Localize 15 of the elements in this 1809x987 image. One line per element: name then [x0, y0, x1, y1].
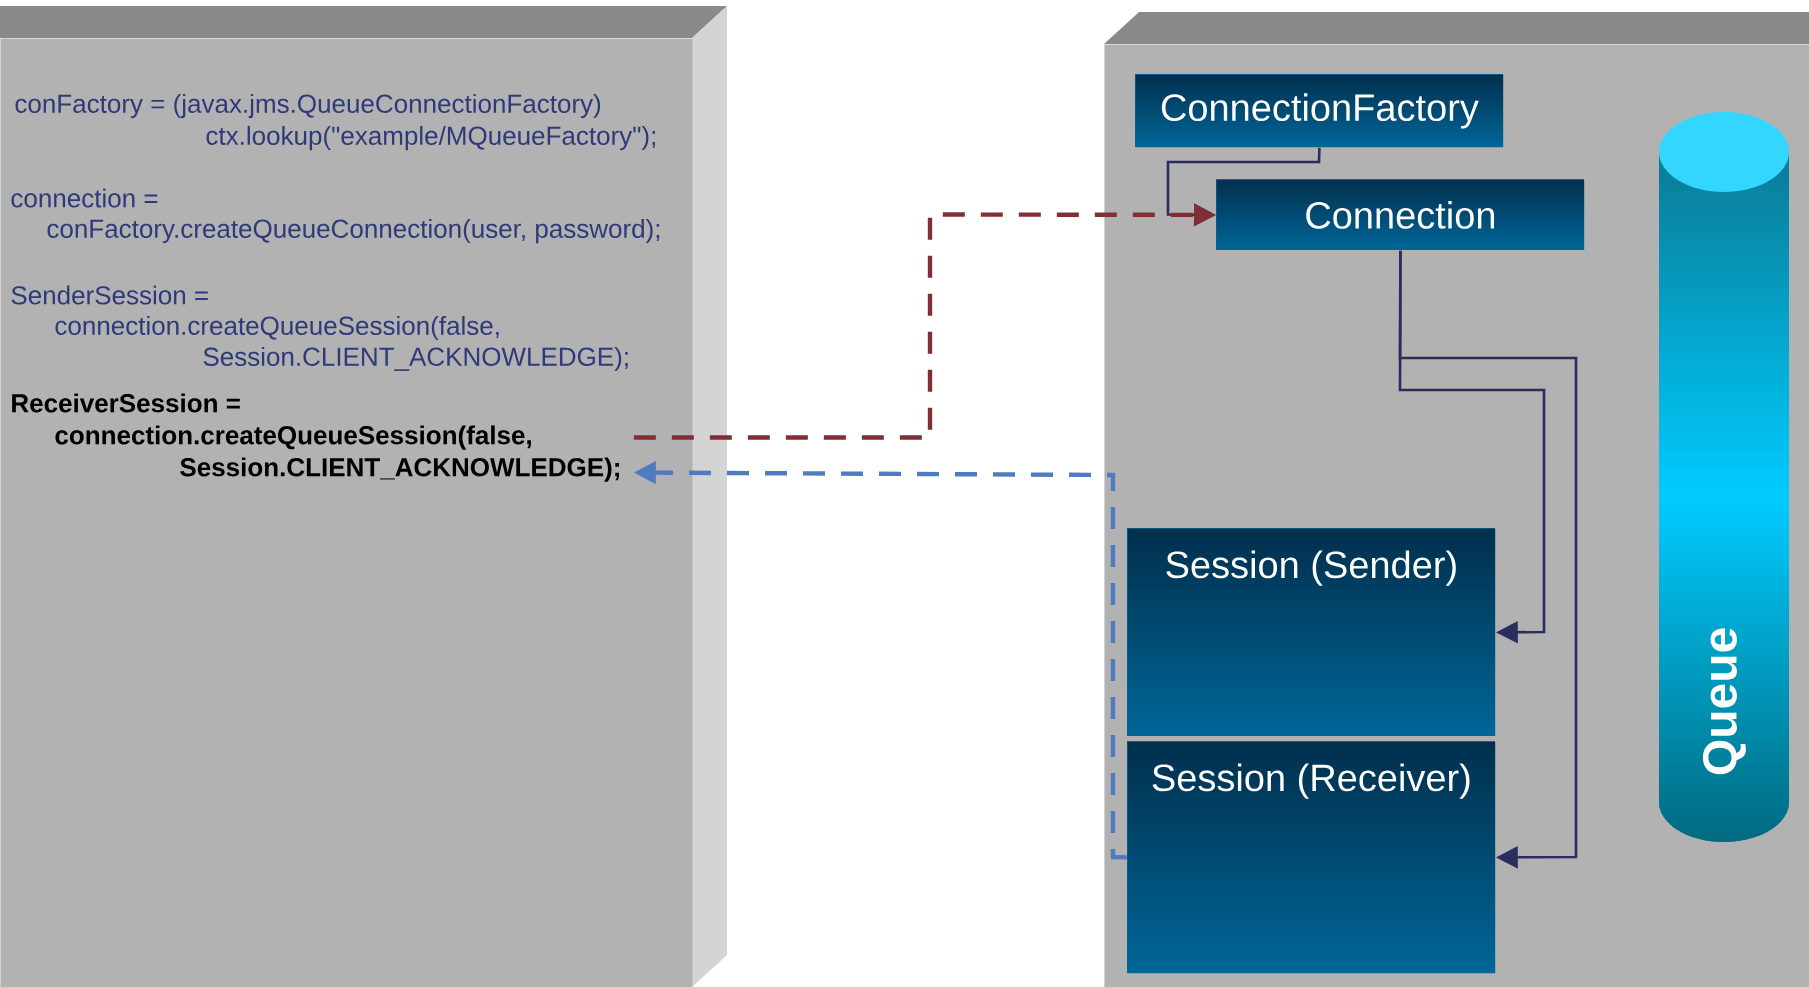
class-box: ConnectionFactory — [1135, 74, 1504, 148]
queue-cylinder: Queue — [1659, 112, 1789, 842]
panel — [0, 6, 727, 987]
code-text: conFactory = (javax.jms.QueueConnectionFactory) — [15, 93, 601, 119]
code-text: ctx.lookup("example/MQueueFactory"); — [206, 125, 655, 151]
code-text: connection.createQueueSession(false, — [55, 315, 499, 341]
code-text: SenderSession = — [11, 285, 208, 305]
class-box: Connection — [1216, 179, 1585, 250]
session-box: Session (Receiver) — [1127, 741, 1496, 974]
code-text: ReceiverSession = connection.createQueueSession(false, Session.CLIENT_ACKNOWLEDGE); — [12, 393, 619, 482]
session-box: Session (Sender) — [1127, 528, 1496, 736]
code-text: connection = — [11, 188, 158, 208]
code-text: conFactory.createQueueConnection(user, password); — [47, 218, 660, 244]
arrow — [1398, 250, 1578, 869]
code-text: Session.CLIENT_ACKNOWLEDGE); — [203, 346, 628, 372]
